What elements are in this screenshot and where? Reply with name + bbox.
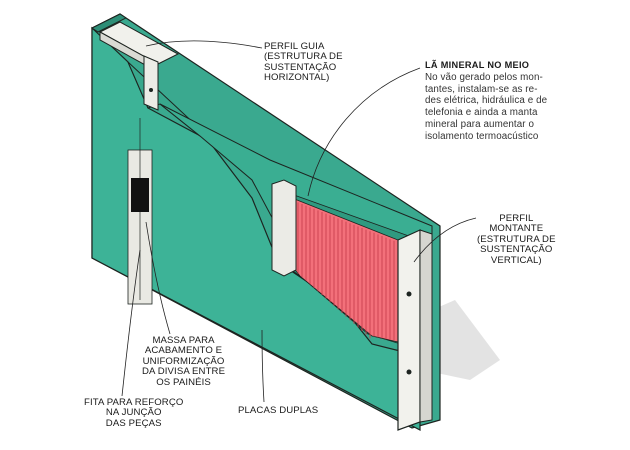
vertical-stud-flange	[419, 229, 433, 423]
perfil-guia-subtitle: (ESTRUTURA DE SUSTENTAÇÃO HORIZONTAL)	[264, 51, 343, 84]
floor-shadow	[432, 300, 500, 380]
fita-label: FITA PARA REFORÇO NA JUNÇÃO DAS PEÇAS	[84, 397, 184, 429]
stud-left-top	[143, 55, 159, 111]
leader-perfil-guia	[145, 40, 263, 49]
stud-hole-left	[149, 88, 153, 92]
stud-hole-upper	[406, 291, 412, 297]
massa-title: MASSA PARA ACABAMENTO E UNIFORMIZAÇÃO DA…	[142, 335, 226, 388]
placas-duplas-title: PLACAS DUPLAS	[238, 405, 319, 416]
leader-fita	[121, 249, 141, 397]
leader-massa	[145, 221, 171, 335]
vertical-stud-profile	[397, 229, 421, 431]
la-mineral-title: LÃ MINERAL NO MEIO	[425, 60, 530, 70]
leader-placas	[261, 329, 265, 403]
perfil-montante-label: PERFIL MONTANTE (ESTRUTURA DE SUSTENTAÇÃ…	[477, 213, 556, 266]
mineral-wool-blanket	[291, 197, 399, 343]
la-mineral-description: No vão gerado pelos mon- tantes, instala…	[425, 71, 548, 142]
placas-duplas-label: PLACAS DUPLAS	[238, 405, 319, 416]
perfil-guia-label: PERFIL GUIA (ESTRUTURA DE SUSTENTAÇÃO HO…	[264, 41, 343, 84]
fita-title: FITA PARA REFORÇO NA JUNÇÃO DAS PEÇAS	[84, 397, 184, 429]
leader-perfil-montante	[413, 217, 477, 263]
massa-label: MASSA PARA ACABAMENTO E UNIFORMIZAÇÃO DA…	[142, 335, 226, 388]
board-top-edge	[91, 13, 127, 33]
electrical-box	[131, 178, 149, 212]
perfil-montante-title: PERFIL MONTANTE	[489, 213, 544, 235]
la-mineral-label: LÃ MINERAL NO MEIO No vão gerado pelos m…	[425, 60, 547, 143]
perfil-guia-title: PERFIL GUIA	[264, 41, 325, 52]
stud-middle	[271, 179, 297, 277]
leader-la-mineral	[307, 67, 421, 197]
stud-hole-lower	[406, 369, 412, 375]
perfil-montante-subtitle: (ESTRUTURA DE SUSTENTAÇÃO VERTICAL)	[477, 233, 556, 266]
